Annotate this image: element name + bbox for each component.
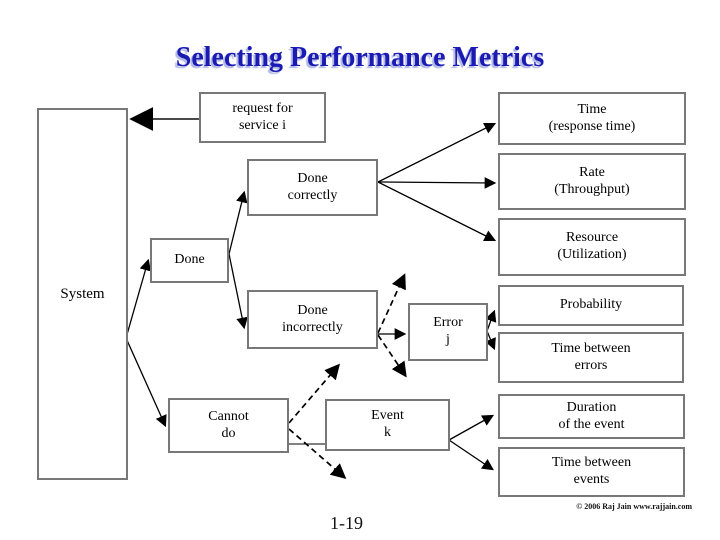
connector-system-to-cannot-do [125,337,167,428]
connector-done-correctly-to-time [377,122,497,183]
connector-error-j-to-time-between-errors [485,330,496,351]
node-rate-throughput: Rate (Throughput) [498,153,686,210]
node-system: System [37,108,128,480]
node-resource-utilization: Resource (Utilization) [498,218,686,276]
connector-done-to-done-correctly [228,190,248,255]
slide-title: Selecting Performance Metrics [175,42,545,73]
node-cannot-do: Cannot do [168,398,289,453]
connector-done-correctly-to-resource [377,181,497,242]
connector-error-j-to-probability [485,309,497,332]
connector-cannot-do-dashed-down [288,428,347,480]
connector-done-to-done-incorrectly [228,253,248,330]
node-done-correctly: Done correctly [247,159,378,216]
connector-event-k-to-time-between-events [448,439,494,471]
node-time-response-time: Time (response time) [498,92,686,145]
node-duration-of-event: Duration of the event [498,394,685,439]
connector-done-correctly-to-rate [377,177,497,189]
node-error-j: Error j [408,303,488,361]
connector-system-to-done [125,258,152,339]
connector-event-k-to-duration [448,414,495,441]
node-time-between-errors: Time between errors [498,332,684,383]
node-probability: Probability [498,285,684,326]
node-time-between-events: Time between events [498,447,685,497]
node-request-for-service: request for service i [199,92,326,143]
connector-done-incorrectly-dashed-up [377,273,406,334]
connector-cannot-do-dashed-up [288,363,340,424]
node-done: Done [150,238,229,283]
connector-done-incorrectly-dashed-down [377,334,407,378]
node-event-k: Event k [325,399,450,451]
page-number: 1-19 [330,513,363,533]
copyright-notice: © 2006 Raj Jain www.rajjain.com [576,502,692,511]
node-done-incorrectly: Done incorrectly [247,290,378,349]
